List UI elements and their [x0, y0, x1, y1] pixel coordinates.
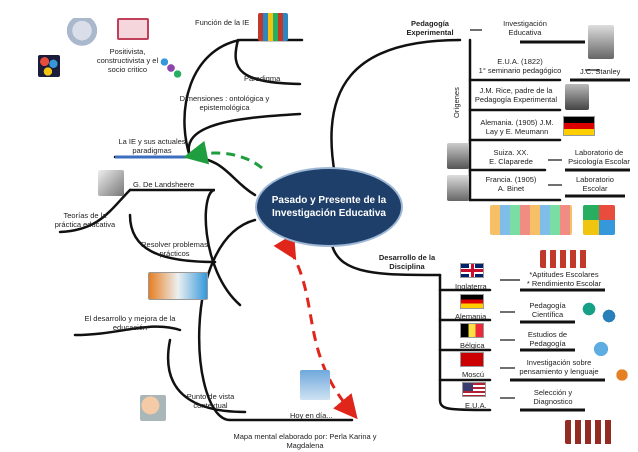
- blocks-image: [583, 205, 615, 235]
- branch-countries: [438, 273, 492, 412]
- country-inglaterra: Inglaterra: [455, 282, 487, 291]
- label-paradigma: Paradigma: [244, 74, 281, 83]
- branch-funcion: [183, 38, 304, 159]
- molecules-icon: [38, 55, 60, 77]
- usa-flag-icon: [462, 382, 486, 397]
- central-topic-line1: Pasado y Presente de la: [271, 195, 387, 206]
- teacher-icon: [598, 305, 620, 327]
- label-suiza: Suiza. XX.E. Claparede: [489, 148, 533, 166]
- germany-flag-icon-2: [563, 116, 595, 136]
- portrait-claparede: [447, 143, 469, 169]
- credit-text: Mapa mental elaborado por: Perla Karina …: [233, 432, 377, 450]
- branch-desarrollo: [73, 325, 182, 337]
- uk-flag-icon: [460, 263, 484, 278]
- country-moscu: Moscú: [462, 370, 485, 379]
- country-eua: E.U.A.: [465, 401, 487, 410]
- branch-teorias: [58, 188, 132, 234]
- portrait-landsheere: [98, 170, 124, 196]
- label-hoy: Hoy en día...: [290, 411, 333, 420]
- branch-pedagogia: [330, 38, 462, 177]
- label-origenes: Orígenes: [452, 87, 461, 118]
- people-group-icon: [540, 250, 588, 268]
- central-topic: Pasado y Presente de la Investigación Ed…: [255, 167, 403, 247]
- label-stanley: J.C. Stanley: [580, 67, 621, 76]
- label-eua-1822: E.U.A. (1822)1° seminario pedagógico: [478, 57, 562, 75]
- portrait-stanley: [588, 25, 614, 59]
- germany-flag-icon: [460, 294, 484, 309]
- brain-icon: [67, 18, 97, 46]
- desc-inglaterra: *Aptitudes Escolares* Rendimiento Escola…: [526, 270, 602, 288]
- branch-punto: [167, 338, 247, 414]
- puzzle-head-icon: [590, 338, 612, 360]
- label-alemania-1905: Alemania. (1905) J.M.Lay y E. Meumann: [480, 118, 554, 136]
- classroom-photo: [148, 272, 208, 300]
- kids-drawing-image: [490, 205, 572, 235]
- label-funcion: Función de la IE: [195, 18, 250, 27]
- students-photo: [140, 395, 166, 421]
- country-belgica: Bélgica: [460, 341, 485, 350]
- certificate-image: [117, 18, 149, 40]
- soviet-flag-icon: [460, 352, 484, 367]
- branch-origenes: [468, 38, 562, 202]
- branch-landsheere: [128, 188, 242, 307]
- belgium-flag-icon: [460, 323, 484, 338]
- thinking-icon: [612, 365, 632, 385]
- branch-paradigma: [234, 38, 302, 86]
- label-landsheere: G. De Landsheere: [133, 180, 195, 189]
- red-arrow: [273, 233, 358, 420]
- portrait-rice: [565, 84, 589, 110]
- hands-sky-photo: [300, 370, 330, 400]
- portrait-binet: [447, 175, 469, 201]
- country-alemania: Alemania: [455, 312, 487, 321]
- branch-dimensiones: [187, 112, 302, 159]
- branch-hoy: [198, 218, 354, 422]
- central-topic-line2: Investigación Educativa: [272, 208, 386, 219]
- branch-resolver: [128, 213, 217, 264]
- green-arrow: [183, 140, 263, 170]
- books-image: [258, 13, 288, 41]
- network-icon: [160, 58, 182, 78]
- science-icon: [578, 298, 600, 320]
- label-francia: Francia. (1905)A. Binet: [485, 175, 537, 193]
- selection-people-icon: [565, 420, 615, 444]
